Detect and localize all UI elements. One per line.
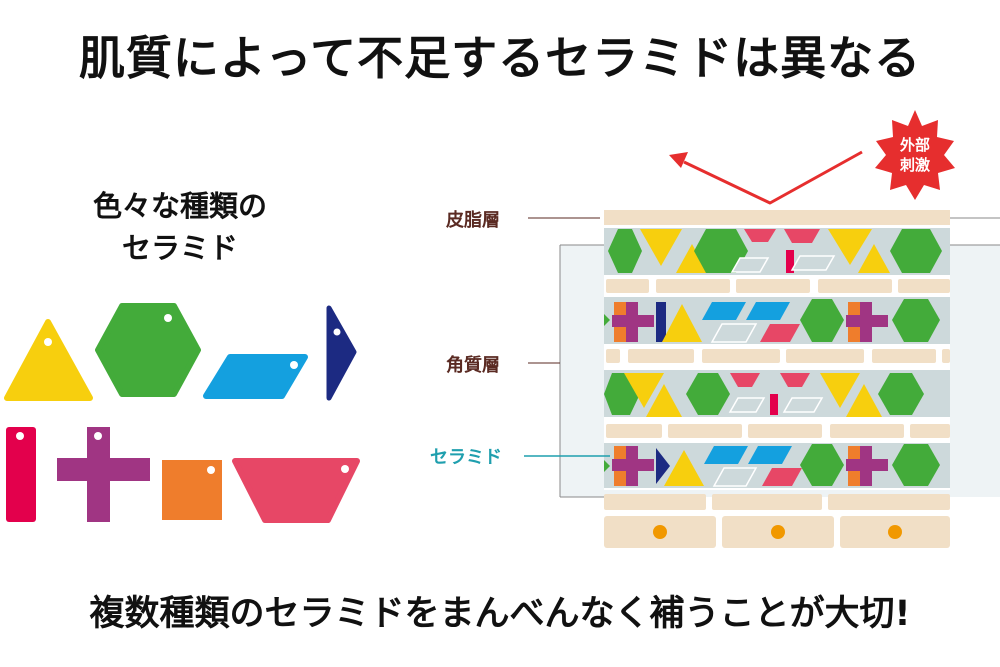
green-hexagon-ceramide xyxy=(95,303,201,397)
variety-label-line1: 色々な種類の xyxy=(92,189,267,223)
ceramide-band-4 xyxy=(604,443,950,488)
variety-label-line2: セラミド xyxy=(121,231,238,265)
footer-message: 複数種類のセラミドをまんべんなく補うことが大切! xyxy=(89,594,911,634)
cell-nucleus xyxy=(888,525,902,539)
stratum-corneum-label: 角質層 xyxy=(446,355,500,376)
stimulus-badge xyxy=(875,110,955,200)
ceramide-band-2 xyxy=(604,297,950,344)
corneocyte-row-3 xyxy=(606,424,950,438)
corneocyte-row-2 xyxy=(606,349,950,363)
orange-square-ceramide xyxy=(162,460,222,520)
cell-nucleus xyxy=(771,525,785,539)
ceramide-shapes xyxy=(4,303,360,523)
corneocyte-row-1 xyxy=(606,279,950,293)
stimulus-arrow xyxy=(669,150,863,205)
pink-trapezoid-ceramide xyxy=(232,458,360,523)
ceramide-band-3 xyxy=(604,370,950,417)
red-bar-ceramide xyxy=(6,427,36,522)
skin-diagram xyxy=(524,110,1000,548)
stimulus-badge-line2: 刺激 xyxy=(900,156,931,174)
yellow-triangle-ceramide xyxy=(4,319,93,401)
lower-cell-layer xyxy=(604,494,950,548)
blue-parallelogram-ceramide xyxy=(203,354,308,399)
sebum-layer-label: 皮脂層 xyxy=(446,210,500,231)
ceramide-band-1 xyxy=(604,228,950,275)
stimulus-badge-line1: 外部 xyxy=(899,136,930,154)
variety-label: 色々な種類の セラミド xyxy=(40,185,320,269)
page-title: 肌質によって不足するセラミドは異なる xyxy=(78,31,922,85)
cell-nucleus xyxy=(653,525,667,539)
navy-wedge-ceramide xyxy=(326,305,357,401)
ceramide-label: セラミド xyxy=(430,447,502,468)
purple-cross-ceramide xyxy=(57,427,150,522)
sebum-layer xyxy=(604,210,950,225)
